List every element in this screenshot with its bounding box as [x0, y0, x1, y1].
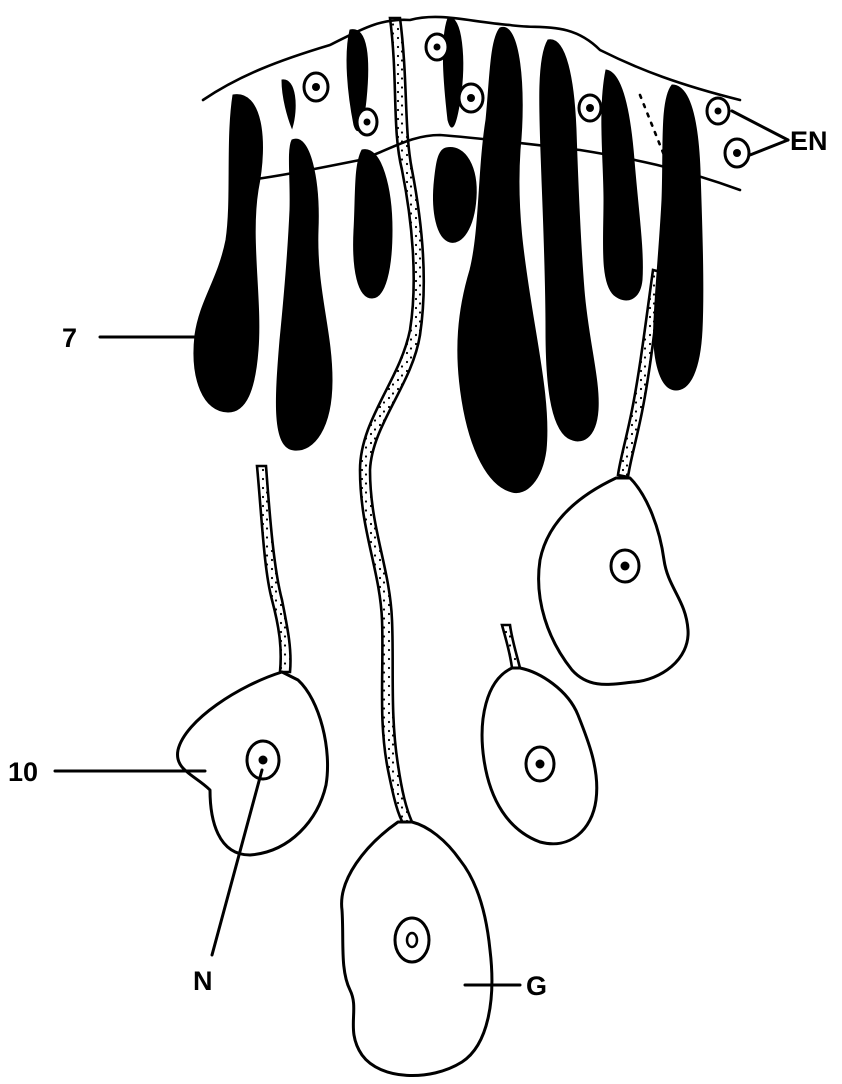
- leader-en-upper: [732, 111, 788, 140]
- label-en: EN: [790, 126, 828, 156]
- label-n: N: [193, 966, 213, 996]
- label-g: G: [526, 971, 547, 1001]
- ganglion-cell-bottom: [342, 822, 492, 1076]
- label-7: 7: [62, 323, 77, 353]
- dark-gland-cells: [194, 18, 703, 493]
- ganglion-cell-left: [178, 466, 328, 855]
- label-10: 10: [8, 757, 38, 787]
- ganglion-cell-upper-right: [539, 478, 688, 684]
- right-upper-process: [618, 270, 661, 477]
- leader-en-lower: [750, 140, 788, 155]
